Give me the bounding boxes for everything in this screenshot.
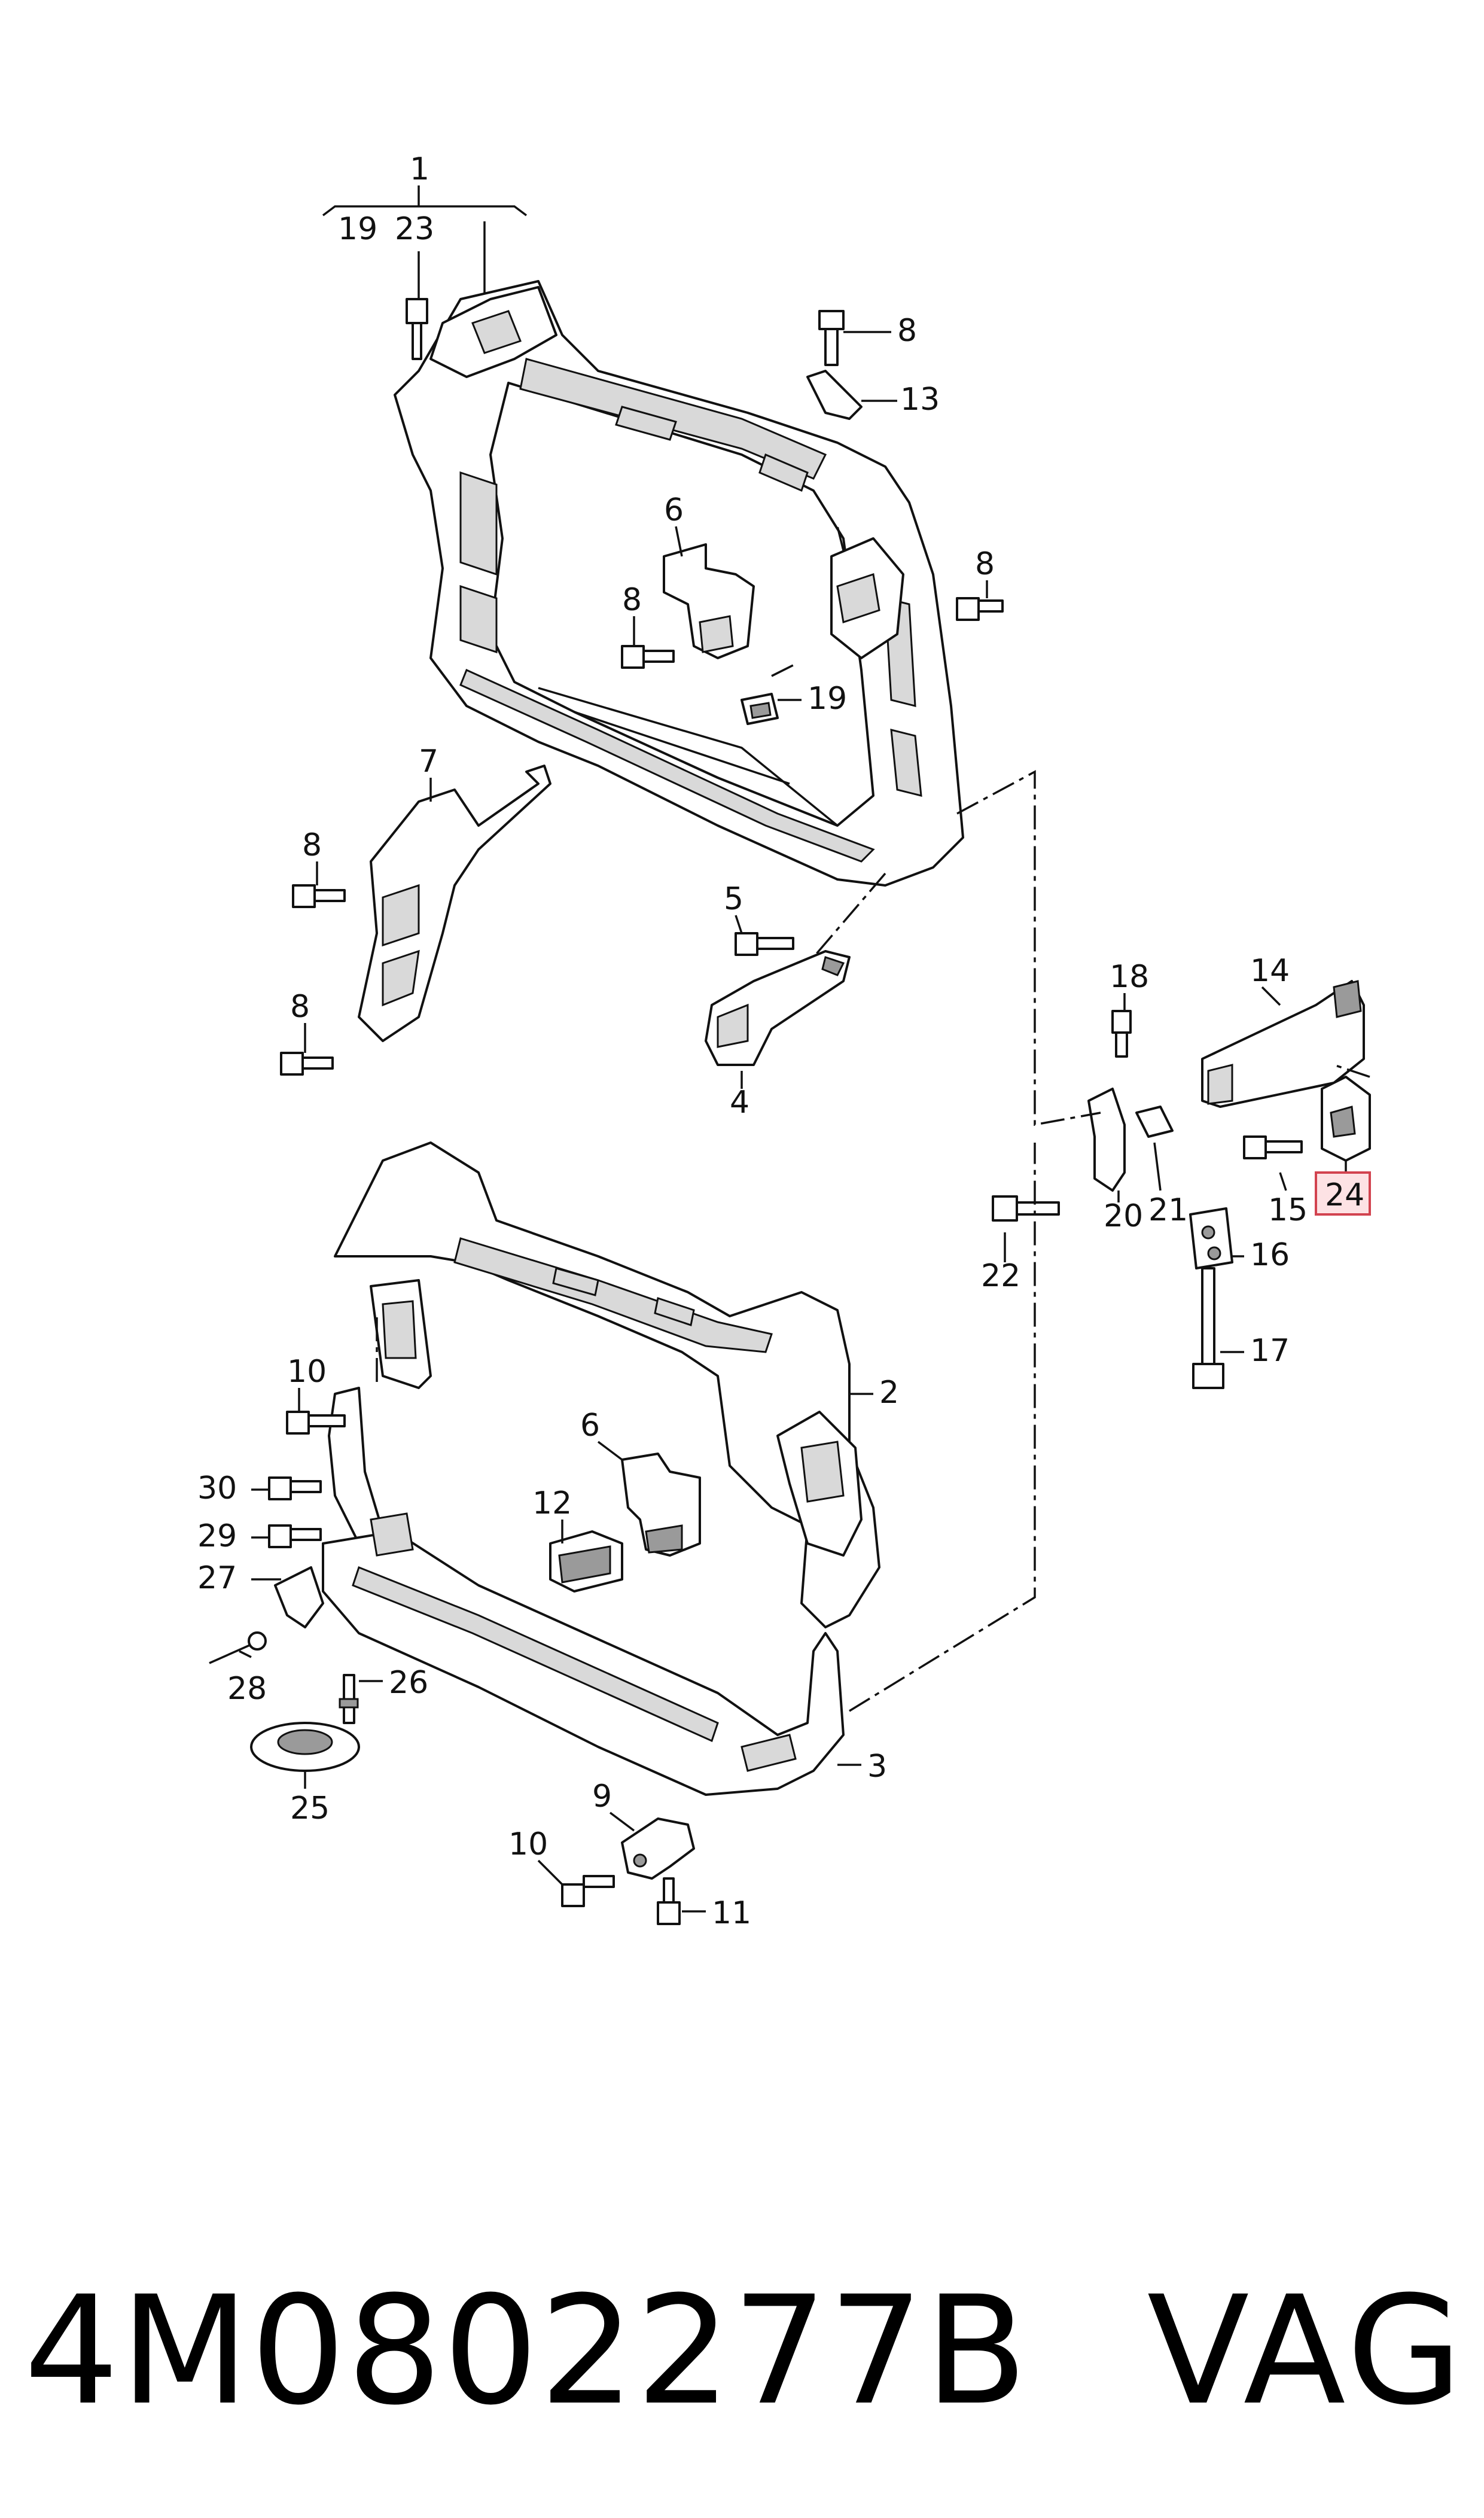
- callout-28: 28: [227, 1671, 267, 1707]
- bolt-10-upper: [286, 1411, 346, 1435]
- callout-25: 25: [290, 1791, 330, 1826]
- bracket-27: [274, 1566, 324, 1628]
- bolt-11: [657, 1877, 681, 1925]
- callout-14: 14: [1250, 953, 1290, 989]
- callout-19: 19: [338, 211, 377, 247]
- bolt-8-right: [956, 597, 1004, 621]
- bracket-20: [1087, 1088, 1126, 1192]
- callout-21: 21: [1148, 1192, 1188, 1228]
- callout-26: 26: [389, 1665, 428, 1701]
- bolt-29: [268, 1524, 322, 1548]
- callout-8: 8: [622, 582, 642, 618]
- clip-21: [1135, 1106, 1174, 1138]
- bolt-15: [1243, 1135, 1303, 1159]
- bolt-30: [268, 1476, 322, 1500]
- callout-2: 2: [879, 1375, 899, 1411]
- bracket-9: [621, 1817, 695, 1880]
- callout-13: 13: [900, 382, 940, 418]
- callout-6: 6: [580, 1408, 600, 1444]
- callout-labels: 1 19 23 8 13 6 8 8 19 7 8 8 5 4 18 14 20…: [197, 151, 1364, 1931]
- bolt-18: [1111, 1010, 1132, 1058]
- bolt-8-bracket-bottom: [280, 1052, 334, 1076]
- crossmember-14: [1201, 980, 1365, 1108]
- part-number: 4M0802277B: [24, 2264, 1029, 2438]
- callout-7: 7: [419, 744, 438, 780]
- callout-27: 27: [197, 1560, 237, 1596]
- clip-12: [549, 1530, 623, 1593]
- callout-22: 22: [981, 1258, 1020, 1294]
- brand-name: VAG: [1147, 2264, 1466, 2438]
- callout-29: 29: [197, 1518, 237, 1554]
- side-bracket-7: [358, 765, 551, 1042]
- bolt-10-lower: [561, 1875, 615, 1907]
- stud-26: [339, 1674, 359, 1724]
- callout-8: 8: [897, 313, 917, 349]
- callout-4: 4: [730, 1085, 749, 1121]
- callout-20: 20: [1104, 1198, 1143, 1234]
- bolt-8-top: [818, 310, 845, 366]
- callout-19: 19: [807, 681, 847, 717]
- bracket-16: [1189, 1207, 1233, 1269]
- callout-11: 11: [712, 1895, 751, 1931]
- callout-30: 30: [197, 1470, 237, 1506]
- callout-15: 15: [1268, 1192, 1308, 1228]
- bolts: [268, 298, 1303, 1925]
- mount-25: [250, 1722, 360, 1772]
- mount-bracket-4: [705, 950, 851, 1066]
- callout-8: 8: [975, 546, 995, 582]
- callout-8: 8: [302, 827, 322, 863]
- lower-radiator-support: [322, 1141, 880, 1796]
- callout-18: 18: [1110, 959, 1149, 995]
- callout-9: 9: [592, 1779, 612, 1814]
- bracket-13: [806, 370, 863, 420]
- footer: 4M0802277B VAG: [0, 2261, 1484, 2441]
- rivet-28: [209, 1631, 267, 1664]
- bolt-23: [406, 298, 428, 360]
- bolt-17: [1192, 1267, 1224, 1389]
- upper-radiator-support: [394, 280, 964, 887]
- callout-24: 24: [1325, 1177, 1364, 1213]
- callout-3: 3: [867, 1749, 887, 1785]
- bolt-8-mid: [621, 645, 675, 669]
- callout-10: 10: [287, 1354, 327, 1390]
- callout-5: 5: [724, 881, 743, 917]
- bolt-22: [992, 1195, 1060, 1222]
- callout-24-highlight: [1315, 1171, 1371, 1216]
- callout-16: 16: [1250, 1237, 1290, 1273]
- callout-6: 6: [664, 492, 684, 528]
- bolt-8-bracket-top: [292, 884, 346, 908]
- callout-23: 23: [395, 211, 434, 247]
- callout-10: 10: [508, 1826, 548, 1862]
- callout-12: 12: [532, 1485, 572, 1521]
- bracket-6-lower: [621, 1453, 701, 1557]
- callout-17: 17: [1250, 1333, 1290, 1369]
- callout-1: 1: [410, 151, 429, 187]
- bolt-5: [735, 932, 794, 956]
- callout-8: 8: [290, 989, 310, 1025]
- clip-19: [741, 693, 779, 725]
- assembly-lines: [376, 526, 1370, 1712]
- bracket-24: [1321, 1076, 1371, 1162]
- bracket-6-upper: [663, 543, 755, 659]
